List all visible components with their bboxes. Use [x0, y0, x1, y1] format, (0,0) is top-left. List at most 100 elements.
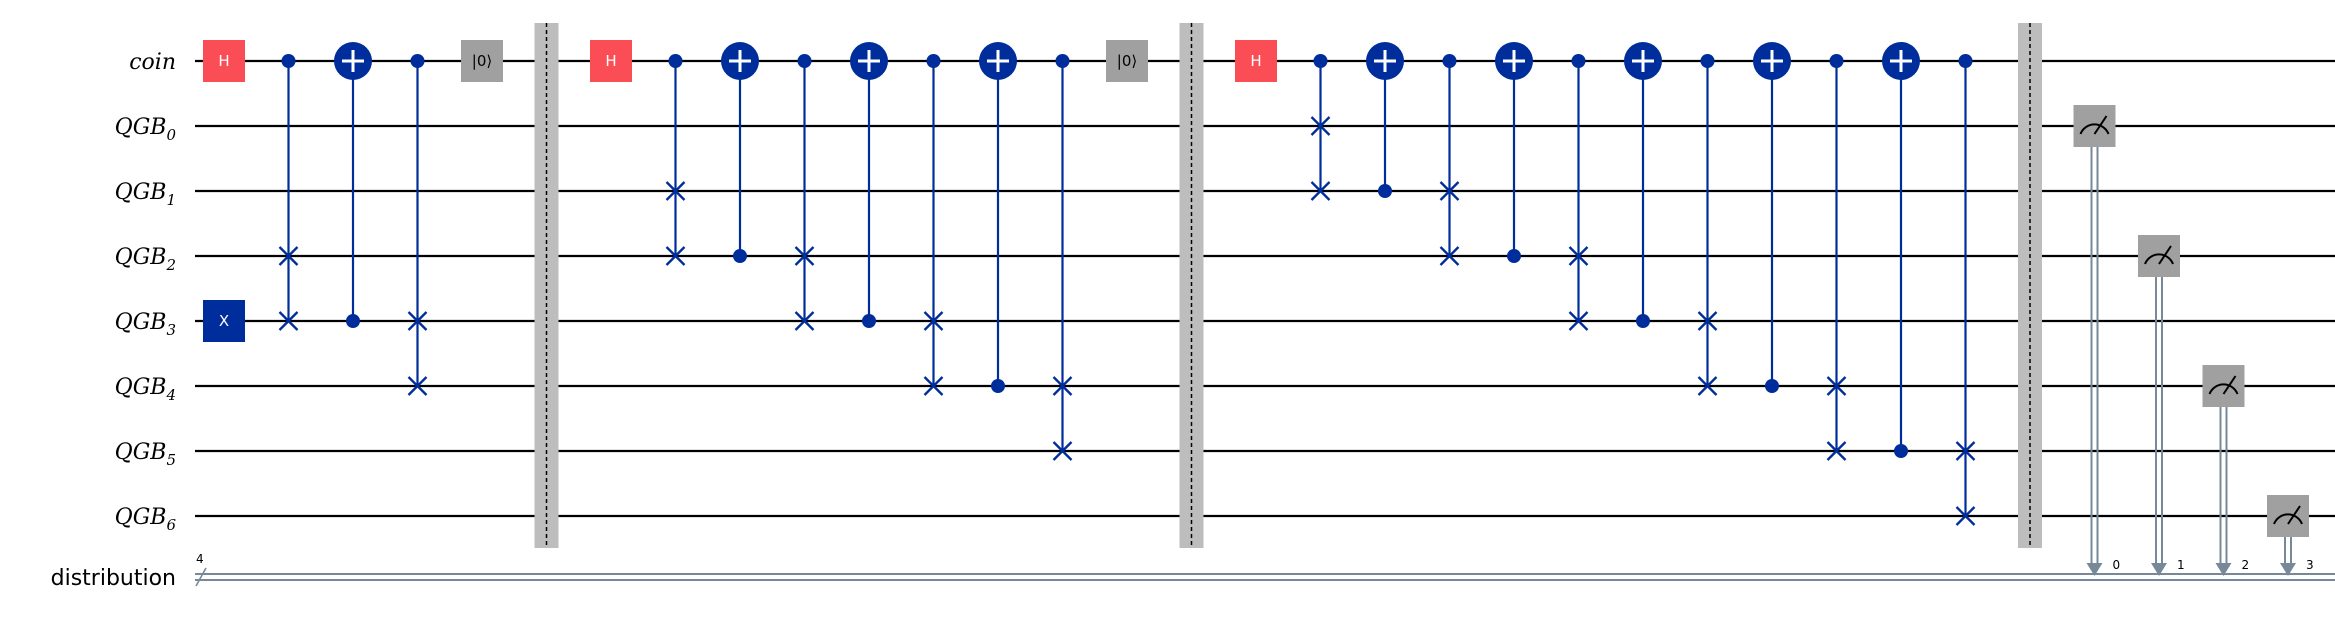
wire-label-base: QGB — [115, 375, 167, 400]
control-dot — [926, 54, 941, 68]
controlled-swap-gate — [278, 54, 299, 331]
classical-register-size: 4 — [196, 552, 204, 566]
swap-cross-b — [1310, 116, 1331, 136]
measure-box — [2073, 105, 2116, 147]
wire-label-subscript: 5 — [166, 451, 176, 469]
control-dot — [1442, 54, 1457, 68]
swap-cross-b — [1955, 506, 1976, 526]
barrier — [1179, 23, 1204, 548]
barrier — [534, 23, 559, 548]
cnot-gate — [1882, 42, 1920, 458]
wire-label-q6: QGB6 — [115, 505, 177, 534]
cnot-gate — [1366, 42, 1404, 198]
control-dot — [1313, 54, 1328, 68]
hadamard-gate-box — [203, 40, 245, 82]
controlled-swap-gate — [1826, 54, 1847, 461]
wire-label-subscript: 6 — [166, 516, 176, 534]
swap-cross-b — [1310, 181, 1331, 201]
measure-arc — [2273, 513, 2303, 525]
pauli-x-gate-box — [203, 300, 245, 342]
wire-label-base: QGB — [115, 180, 167, 205]
control-dot — [1571, 54, 1586, 68]
hadamard-gate-label: H — [1250, 52, 1261, 70]
measure-bit-label: 1 — [2177, 558, 2185, 572]
barriers-layer — [534, 23, 2042, 548]
swap-cross-b — [407, 311, 428, 331]
controlled-swap-gate — [407, 54, 428, 396]
swap-cross-b — [1697, 311, 1718, 331]
cnot-gate — [1753, 42, 1791, 393]
control-dot — [733, 249, 747, 263]
hadamard-gate: H — [590, 40, 632, 82]
controlled-swap-gate — [1052, 54, 1073, 461]
swap-cross-b — [407, 376, 428, 396]
cnot-gate — [334, 42, 372, 328]
measure-needle — [2093, 115, 2108, 135]
measure-needle — [2287, 505, 2301, 525]
wire-label-subscript: 2 — [165, 256, 176, 274]
cnot-gate — [850, 42, 888, 328]
measure-box — [2202, 365, 2245, 407]
wire-label-subscript: 1 — [166, 191, 176, 209]
cnot-gate — [721, 42, 759, 263]
measure-gate: 3 — [2267, 495, 2314, 576]
measure-arrow — [2215, 563, 2232, 576]
control-dot — [668, 54, 683, 68]
pauli-x-gate-label: X — [219, 312, 229, 330]
hadamard-gate: H — [1235, 40, 1277, 82]
swap-cross-b — [794, 311, 815, 331]
control-dot — [1765, 379, 1779, 393]
wire-label-base: QGB — [115, 245, 167, 270]
measure-box — [2138, 235, 2180, 277]
hadamard-gate: H — [203, 40, 245, 82]
pauli-x-gate: X — [203, 300, 245, 342]
wire-label-q5: QGB5 — [115, 440, 176, 469]
labels-layer: coinQGB0QGB1QGB2QGB3QGB4QGB5QGB64distrib… — [51, 50, 204, 591]
wires-layer — [195, 59, 2335, 587]
controlled-swap-gate — [1955, 54, 1976, 526]
hadamard-gate-box — [1235, 40, 1277, 82]
controlled-swap-gate — [665, 54, 686, 266]
wire-label-q0: QGB0 — [115, 115, 177, 144]
wire-label-base: QGB — [115, 310, 167, 335]
controlled-swap-gate — [923, 54, 944, 396]
wire-label-q4: QGB4 — [115, 375, 176, 404]
wire-label-subscript: 0 — [166, 126, 176, 144]
measure-gate: 2 — [2202, 365, 2250, 576]
swap-cross-b — [1826, 441, 1847, 461]
barrier — [2018, 23, 2042, 548]
control-dot — [281, 54, 296, 68]
measure-arc — [2144, 253, 2174, 265]
hadamard-gate-box — [590, 40, 632, 82]
control-dot — [1055, 54, 1070, 68]
swap-cross-b — [1052, 441, 1073, 461]
measure-bit-label: 2 — [2242, 558, 2250, 572]
hadamard-gate-label: H — [218, 52, 229, 70]
cnot-gate — [979, 42, 1017, 393]
swap-cross-b — [1697, 376, 1718, 396]
swap-cross-b — [1826, 376, 1847, 396]
swap-cross-b — [1568, 311, 1589, 331]
control-dot — [797, 54, 812, 68]
swap-cross-b — [1439, 181, 1460, 201]
control-dot — [1958, 54, 1973, 68]
reset-gate: |0⟩ — [1106, 40, 1148, 82]
cnot-gate — [1624, 42, 1662, 328]
wire-label-q3: QGB3 — [115, 310, 176, 339]
swap-cross-b — [1439, 246, 1460, 266]
controlled-swap-gate — [794, 54, 815, 331]
measure-needle — [2222, 375, 2237, 395]
measure-arrow — [2151, 563, 2167, 576]
reset-gate-label: |0⟩ — [472, 52, 492, 70]
control-dot — [1829, 54, 1844, 68]
swap-cross-b — [665, 181, 686, 201]
swap-cross-b — [1568, 246, 1589, 266]
wire-label-base: coin — [129, 50, 176, 75]
controlled-swap-gate — [1310, 54, 1331, 201]
swap-cross-b — [923, 376, 944, 396]
wire-label-coin: coin — [129, 50, 176, 75]
controlled-swap-gate — [1439, 54, 1460, 266]
control-dot — [410, 54, 425, 68]
